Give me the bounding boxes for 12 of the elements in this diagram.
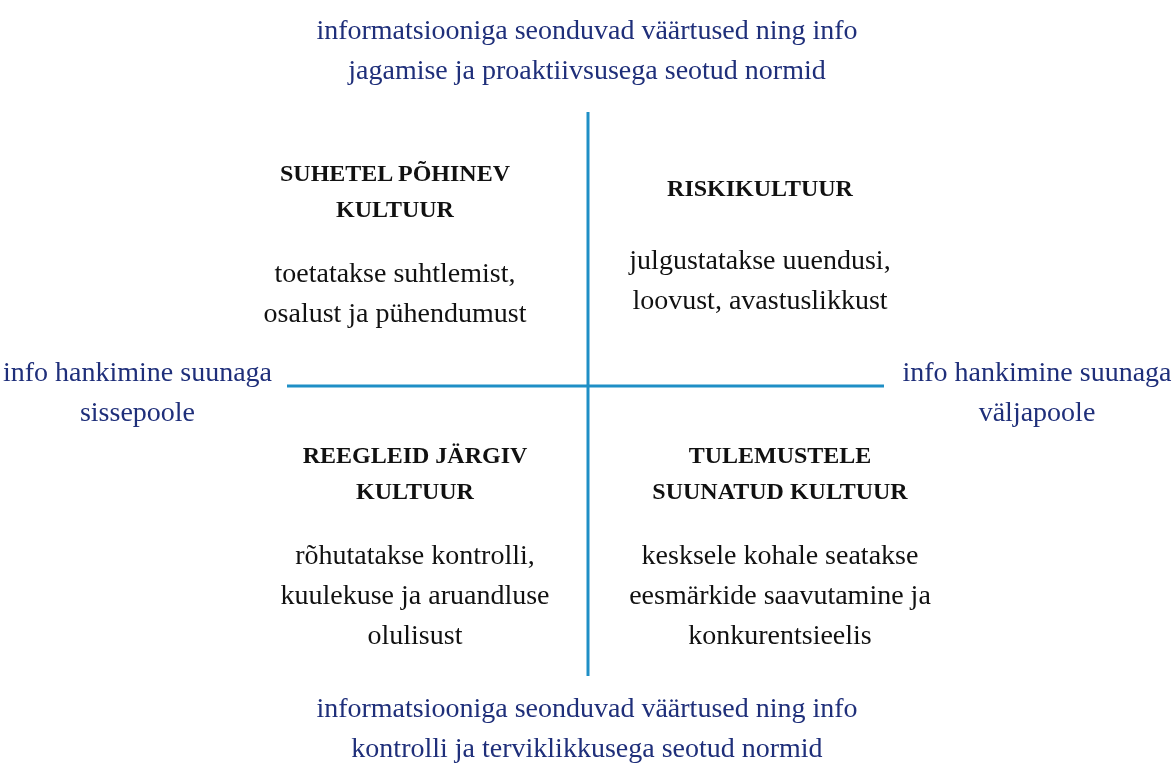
quadrant-description: kesksele kohale seatakse eesmärkide saavutamine ja konkurentsieelis	[628, 538, 932, 652]
axis-label: informatsiooniga seonduvad väärtused ning info jagamise ja proaktiivsusega seotud normid	[315, 13, 859, 87]
quadrant-heading: RISKIKULTUUR	[666, 174, 854, 203]
quadrant-description: rõhutatakse kontrolli, kuulekuse ja aruandluse olulisust	[279, 538, 551, 652]
axis-label: informatsiooniga seonduvad väärtused ning info kontrolli ja terviklikkusega seotud normid	[315, 691, 859, 765]
quadrant-description: toetatakse suhtlemist, osalust ja pühendumust	[262, 256, 528, 330]
axis-label: info hankimine suunaga sissepoole	[1, 355, 274, 429]
quadrant-heading: SUHETEL PÕHINEV KULTUUR	[278, 159, 512, 224]
quadrant-heading: TULEMUSTELE SUUNATUD KULTUUR	[651, 441, 909, 506]
quadrant-heading: REEGLEID JÄRGIV KULTUUR	[301, 441, 529, 506]
quadrant-description: julgustatakse uuendusi, loovust, avastuslikkust	[627, 243, 892, 317]
axis-label: info hankimine suunaga väljapoole	[901, 355, 1173, 429]
